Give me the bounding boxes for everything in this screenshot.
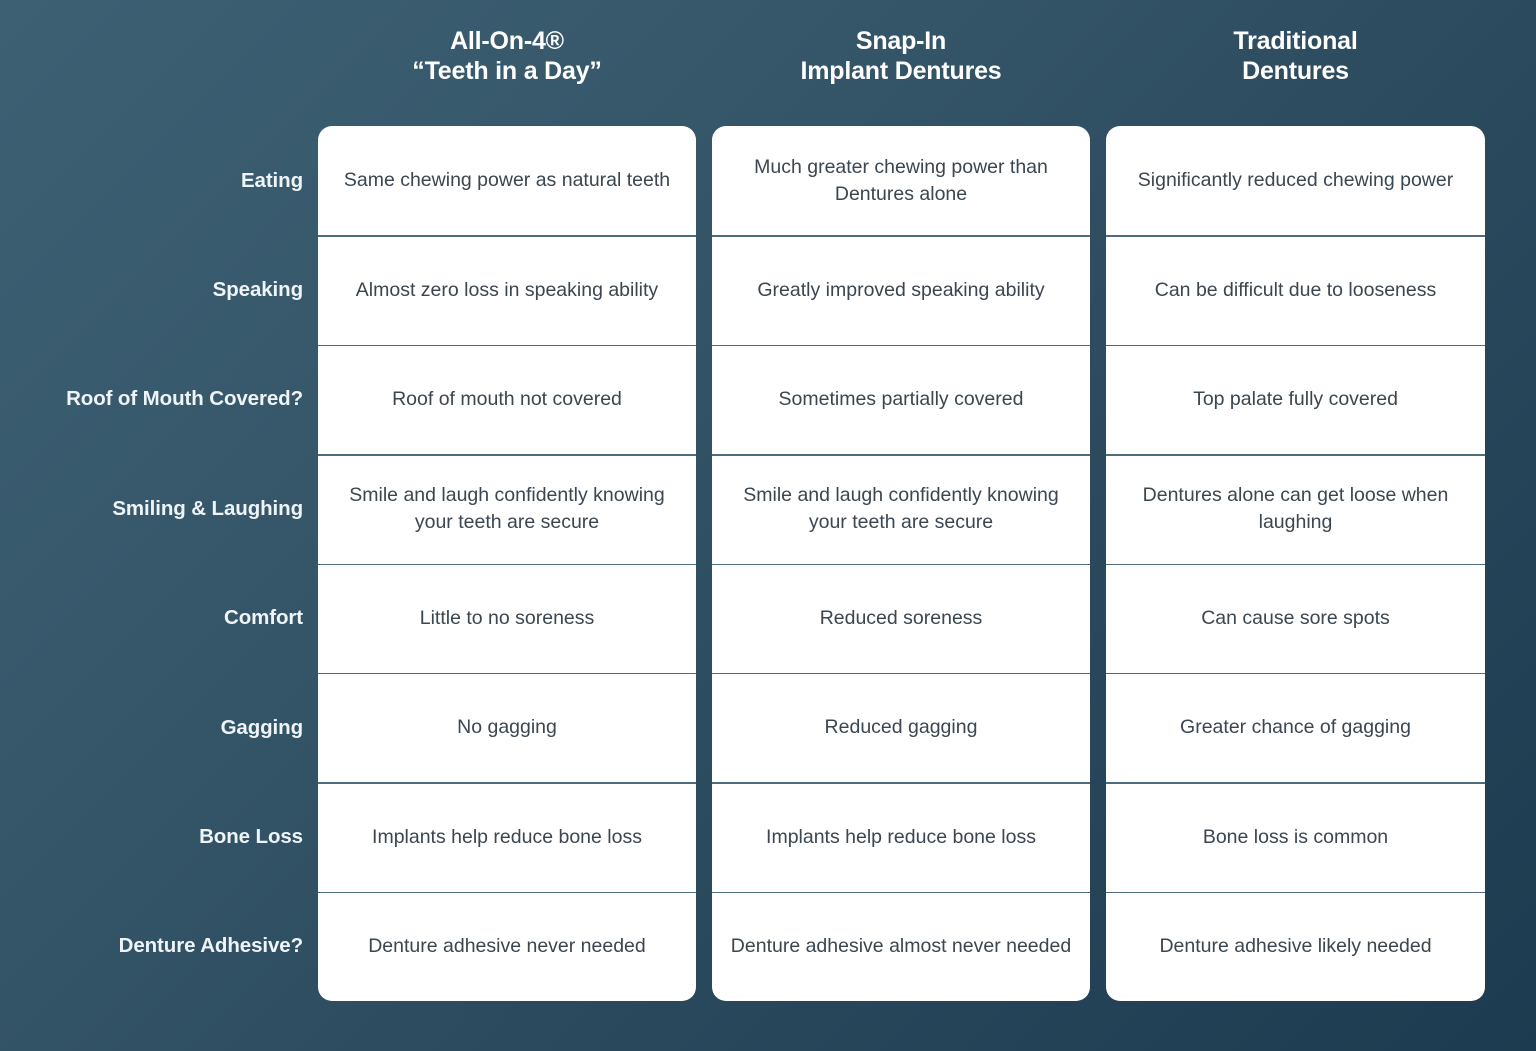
row-label-comfort: Comfort [223,606,303,630]
cell-eating-traditional: Significantly reduced chewing power [1137,169,1454,192]
column-header-line-2: Implant Dentures [800,57,1002,85]
row-label-smiling-and-laughing: Smiling & Laughing [112,496,303,520]
cell-comfort-traditional: Can cause sore spots [1106,563,1485,673]
column-header-line-2: Dentures [1242,57,1349,85]
cell-bone-loss-all-on-4: Implants help reduce bone loss [318,782,696,891]
row-label-gagging: Gagging [220,715,304,739]
column-header-traditional: Traditional Dentures [1106,0,1485,126]
cell-comfort-all-on-4: Little to no soreness [318,563,696,673]
cell-denture-adhesive-traditional: Denture adhesive likely needed [1106,891,1485,1001]
row-label-denture-adhesive: Denture Adhesive? [118,934,303,958]
column-header-line-1: Traditional [1233,26,1358,55]
row-label-eating: Eating [240,168,303,192]
cell-smiling-all-on-4: Smile and laugh confidently knowing your… [318,454,696,563]
cell-smiling-snap-in: Smile and laugh confidently knowing your… [712,454,1090,563]
cell-speaking-snap-in: Greatly improved speaking ability [712,235,1090,344]
cell-eating-all-on-4: Same chewing power as natural teeth [343,169,671,192]
cell-eating-snap-in: Much greater chewing power than Dentures… [754,155,1048,205]
cell-speaking-all-on-4: Almost zero loss in speaking ability [318,235,696,344]
cell-roof-of-mouth-snap-in: Sometimes partially covered [712,344,1090,454]
cell-gagging-all-on-4: No gagging [318,672,696,782]
cell-roof-of-mouth-all-on-4: Roof of mouth not covered [318,344,696,454]
cell-smiling-traditional: Dentures alone can get loose when laughi… [1106,454,1485,563]
cell-denture-adhesive-all-on-4: Denture adhesive never needed [318,891,696,1001]
cell-speaking-traditional: Can be difficult due to looseness [1106,235,1485,344]
row-label-speaking: Speaking [212,278,303,302]
cell-roof-of-mouth-traditional: Top palate fully covered [1106,344,1485,454]
cell-denture-adhesive-snap-in: Denture adhesive almost never needed [712,891,1090,1001]
cell-bone-loss-traditional: Bone loss is common [1106,782,1485,891]
column-header-line-1: All-On-4® [450,26,564,55]
row-label-roof-of-mouth-covered: Roof of Mouth Covered? [66,387,303,411]
column-header-line-2: “Teeth in a Day” [412,57,602,85]
column-header-snap-in: Snap-In Implant Dentures [712,0,1090,126]
cell-comfort-snap-in: Reduced soreness [712,563,1090,673]
column-header-line-1: Snap-In [855,26,947,55]
cell-gagging-snap-in: Reduced gagging [712,672,1090,782]
cell-bone-loss-snap-in: Implants help reduce bone loss [712,782,1090,891]
column-header-all-on-4: All-On-4® “Teeth in a Day” [318,0,696,126]
cell-gagging-traditional: Greater chance of gagging [1106,672,1485,782]
row-label-bone-loss: Bone Loss [199,825,303,849]
